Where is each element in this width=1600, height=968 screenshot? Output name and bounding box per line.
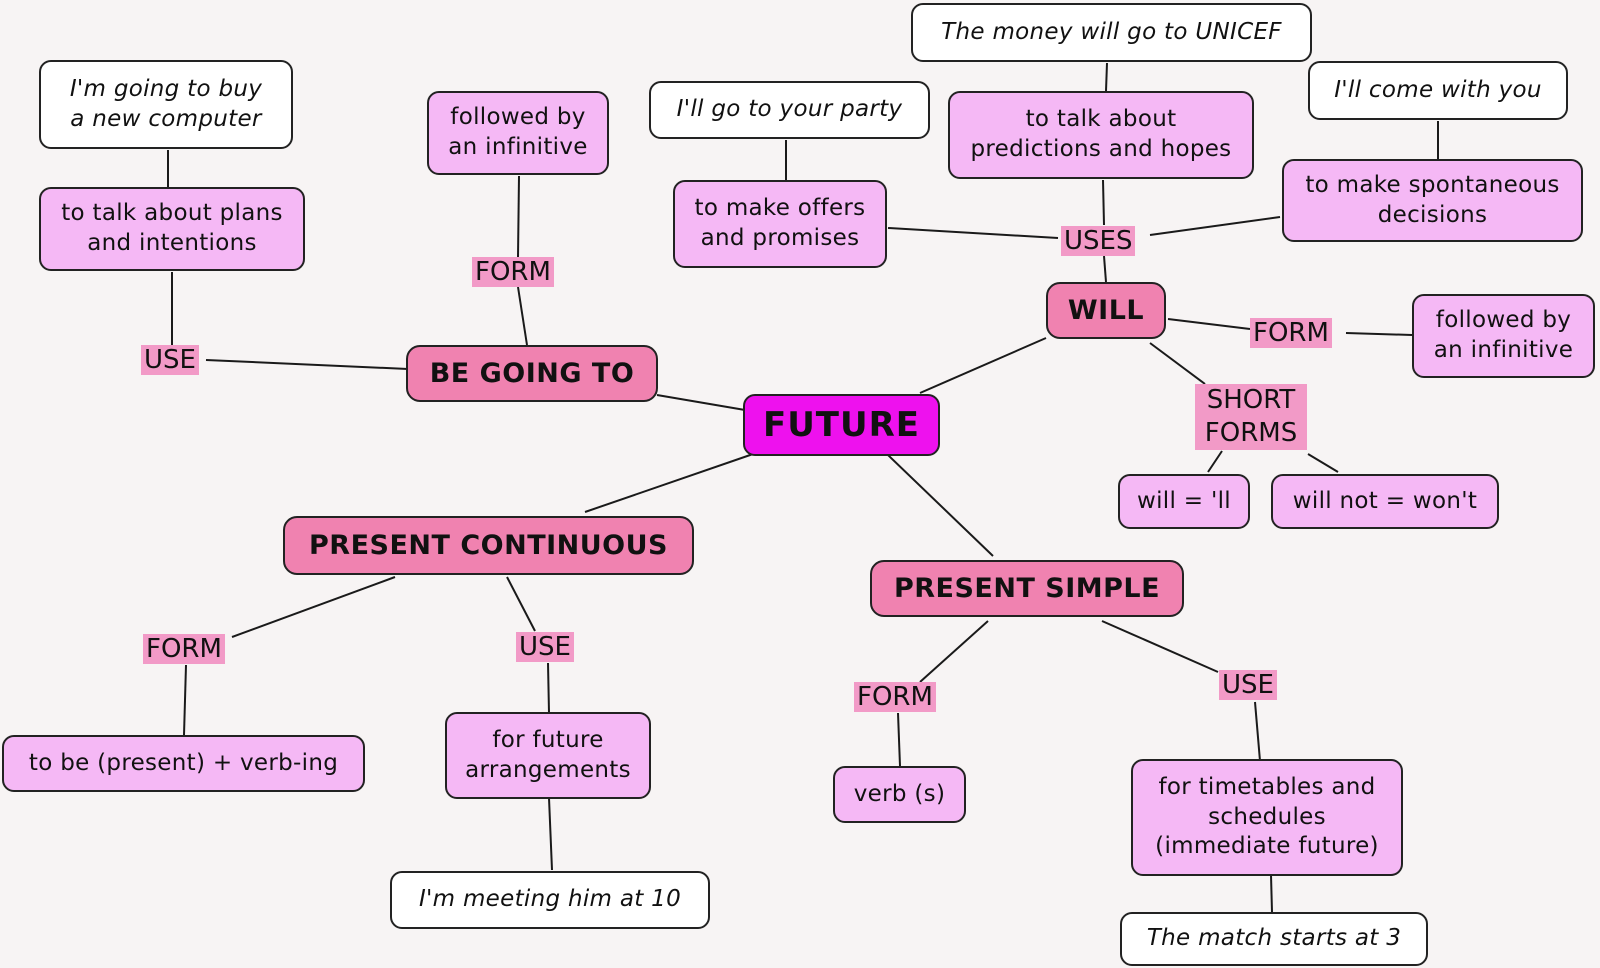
present-simple-use-box: for timetables and schedules (immediate …: [1131, 759, 1403, 876]
present-continuous-use-box: for future arrangements: [445, 712, 651, 799]
branch-present-simple: PRESENT SIMPLE: [870, 560, 1184, 617]
will-decisions-box: to make spontaneous decisions: [1282, 159, 1583, 242]
will-predictions-box: to talk about predictions and hopes: [948, 91, 1254, 179]
label-present-continuous-use: USE: [516, 632, 574, 662]
label-present-continuous-form: FORM: [143, 634, 225, 664]
will-offers-box: to make offers and promises: [673, 180, 887, 268]
label-present-simple-use: USE: [1219, 670, 1277, 700]
branch-present-continuous: PRESENT CONTINUOUS: [283, 516, 694, 575]
present-simple-form-box: verb (s): [833, 766, 966, 823]
center-node-future: FUTURE: [743, 394, 940, 456]
will-offers-example: I'll go to your party: [649, 81, 930, 139]
label-will-uses: USES: [1061, 226, 1136, 256]
will-short-form-box: will = 'll: [1118, 474, 1250, 529]
label-will-short-forms: SHORT FORMS: [1195, 384, 1307, 450]
going-to-use-example: I'm going to buy a new computer: [39, 60, 293, 149]
branch-will: WILL: [1046, 282, 1166, 339]
label-will-form: FORM: [1250, 318, 1332, 348]
going-to-use-box: to talk about plans and intentions: [39, 187, 305, 271]
will-predictions-example: The money will go to UNICEF: [911, 3, 1312, 62]
present-continuous-form-box: to be (present) + verb-ing: [2, 735, 365, 792]
will-form-box: followed by an infinitive: [1412, 294, 1595, 378]
present-continuous-use-example: I'm meeting him at 10: [390, 871, 710, 929]
label-present-simple-form: FORM: [854, 682, 936, 712]
branch-be-going-to: BE GOING TO: [406, 345, 658, 402]
will-decisions-example: I'll come with you: [1308, 61, 1568, 120]
will-not-short-form-box: will not = won't: [1271, 474, 1499, 529]
present-simple-use-example: The match starts at 3: [1120, 912, 1428, 966]
going-to-form-box: followed by an infinitive: [427, 91, 609, 175]
label-going-to-use: USE: [141, 345, 199, 375]
label-going-to-form: FORM: [472, 257, 554, 287]
